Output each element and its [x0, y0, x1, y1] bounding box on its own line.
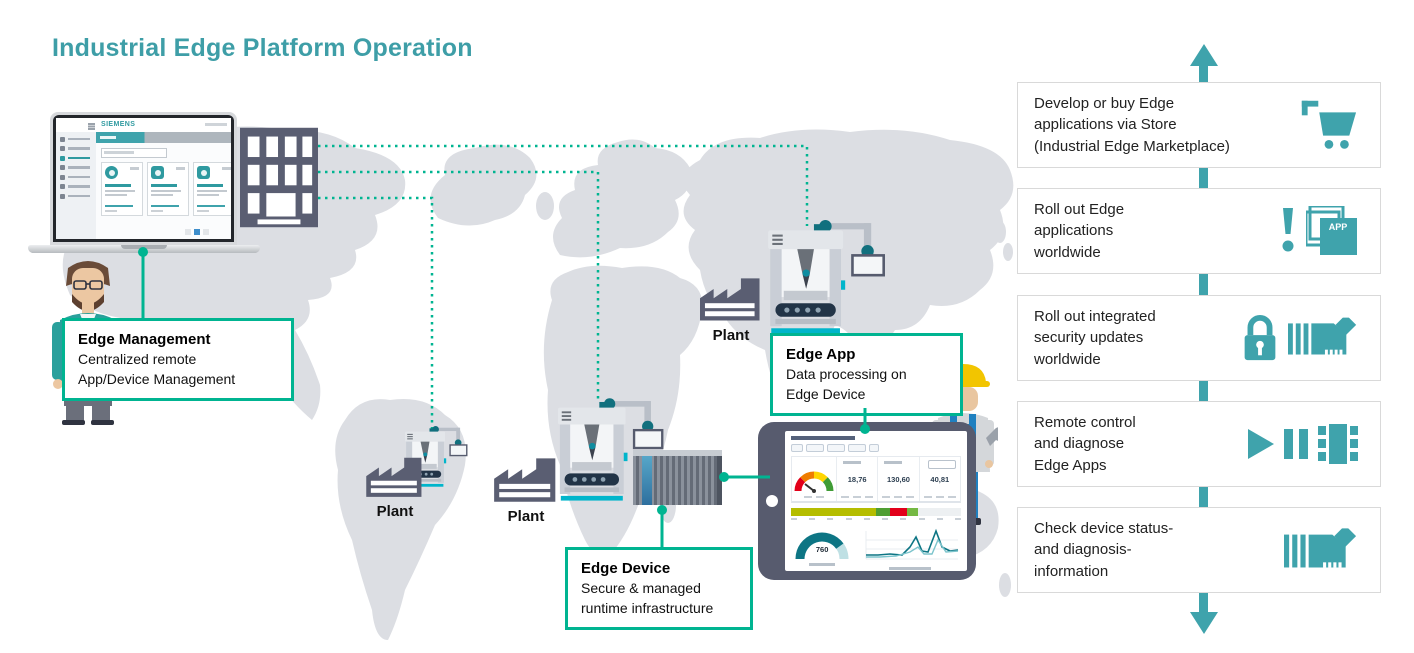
play-icon: [1248, 429, 1274, 459]
user-label-skeleton: [205, 123, 227, 126]
kpi-value-3: 40,81: [920, 457, 960, 501]
callout-body: Secure & managed runtime infrastructure: [581, 580, 714, 616]
callout-edge-app: Edge App Data processing on Edge Device: [770, 333, 963, 416]
app-card: [147, 162, 189, 216]
date-input-skeleton: [927, 460, 956, 469]
production-machine-large: [768, 220, 888, 347]
step-text: Check device status- and diagnosis- info…: [1034, 520, 1174, 580]
step-check-status: Check device status- and diagnosis- info…: [1017, 507, 1381, 593]
app-cards: [101, 162, 231, 216]
kpi-row: 18,76 130,60 40,81: [791, 456, 961, 503]
edge-app-tablet: 18,76 130,60 40,81: [758, 422, 976, 580]
menu-icon: [88, 123, 95, 125]
plant-label-3: Plant: [712, 327, 750, 344]
office-building-icon: [240, 127, 318, 228]
store-search-input: [101, 148, 167, 158]
callout-title: Edge Device: [581, 560, 671, 577]
dashboard-filter-chips: [791, 444, 961, 452]
step-develop-or-buy: Develop or buy Edge applications via Sto…: [1017, 82, 1381, 168]
rail-arrow-down-icon: [1190, 612, 1218, 634]
pause-icon: [1284, 429, 1308, 459]
dashboard-title-skeleton: [791, 436, 855, 440]
padlock-icon: [1244, 314, 1276, 361]
edge-pc-front-panel: [642, 456, 652, 505]
step-text: Roll out Edge applications worldwide: [1034, 201, 1125, 261]
status-bar-chart: [791, 508, 961, 520]
app-stack-icon: APP: [1306, 206, 1357, 255]
kpi-value-2: 130,60: [878, 457, 920, 501]
callout-title: Edge Management: [78, 331, 211, 348]
app-card: [101, 162, 143, 216]
rail-arrow-up-icon: [1190, 44, 1218, 66]
kpi-gauge: [792, 457, 837, 501]
chip-icon: [1318, 424, 1358, 464]
callout-title: Edge App: [786, 346, 856, 363]
edge-device-icon: [1284, 528, 1358, 572]
page-title: Industrial Edge Platform Operation: [52, 34, 473, 62]
edge-device-hardware: [633, 450, 722, 505]
donut-value: 760: [815, 545, 829, 554]
factory-icon: [700, 272, 762, 322]
plant-label-2: Plant: [507, 508, 545, 525]
app-store-ui: SIEMENS: [56, 118, 231, 239]
store-sidebar: [56, 132, 96, 239]
store-banner: [96, 132, 231, 143]
exclamation-icon: [1282, 208, 1294, 252]
donut-gauge: 760: [791, 525, 853, 570]
trend-line-chart: [859, 525, 961, 570]
callout-body: Data processing on Edge Device: [786, 366, 907, 402]
callout-edge-management: Edge Management Centralized remote App/D…: [62, 318, 294, 401]
step-remote-control: Remote control and diagnose Edge Apps: [1017, 401, 1381, 487]
plant-label-1: Plant: [376, 503, 414, 520]
callout-edge-device: Edge Device Secure & managed runtime inf…: [565, 547, 753, 630]
laptop-screen: SIEMENS: [50, 112, 237, 245]
step-text: Develop or buy Edge applications via Sto…: [1034, 95, 1230, 155]
factory-icon: [494, 452, 558, 503]
dashboard-screen: 18,76 130,60 40,81: [785, 431, 967, 571]
callout-body: Centralized remote App/Device Management: [78, 351, 236, 387]
kpi-value-1: 18,76: [837, 457, 879, 501]
pagination: [185, 229, 209, 235]
step-security-updates: Roll out integrated security updates wor…: [1017, 295, 1381, 381]
step-rollout-apps: Roll out Edge applications worldwide APP: [1017, 188, 1381, 274]
edge-device-icon: [1288, 317, 1358, 359]
shopping-cart-icon: [1301, 100, 1357, 149]
management-laptop: SIEMENS: [28, 112, 260, 254]
step-text: Remote control and diagnose Edge Apps: [1034, 414, 1136, 474]
store-content: [96, 132, 231, 239]
factory-icon: [366, 452, 424, 498]
siemens-logo: SIEMENS: [101, 121, 136, 128]
step-text: Roll out integrated security updates wor…: [1034, 308, 1156, 368]
speedometer-gauge-icon: [794, 471, 834, 493]
svg-text:APP: APP: [1329, 222, 1348, 232]
app-card: [193, 162, 231, 216]
tablet-camera: [766, 495, 778, 507]
laptop-base: [28, 245, 260, 253]
